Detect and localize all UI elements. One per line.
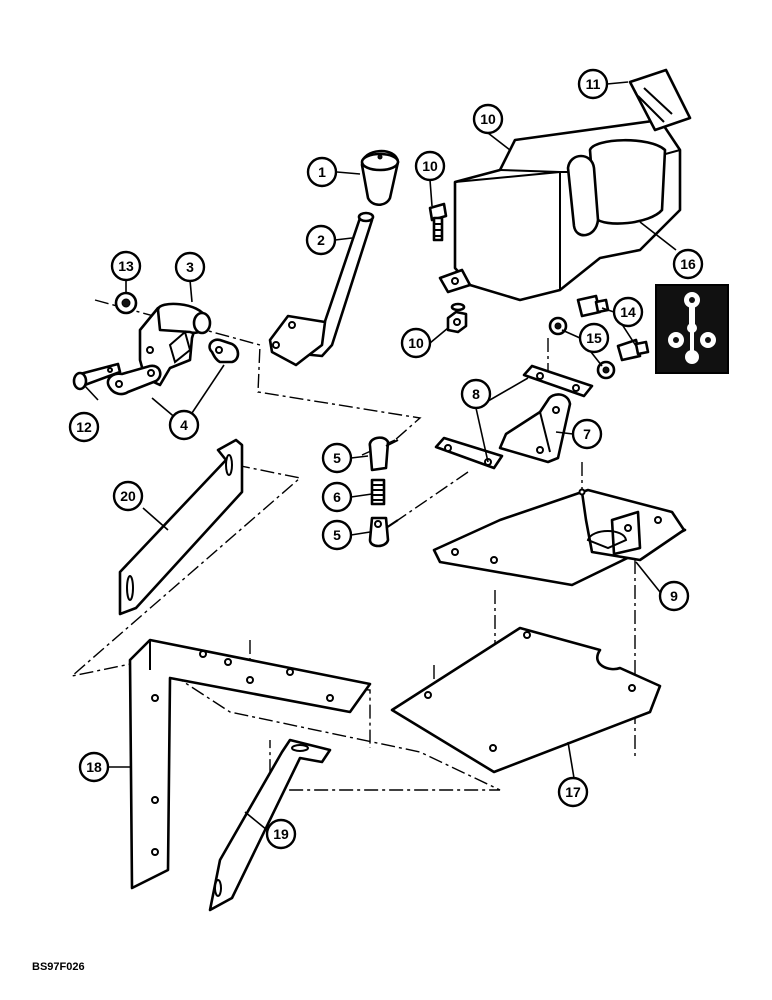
svg-text:17: 17	[565, 784, 581, 800]
svg-text:14: 14	[620, 304, 636, 320]
svg-text:6: 6	[333, 489, 341, 505]
callout-19: 19	[265, 818, 297, 850]
svg-text:12: 12	[76, 419, 92, 435]
svg-text:5: 5	[333, 450, 341, 466]
svg-text:7: 7	[583, 426, 591, 442]
callout-11: 11	[577, 68, 609, 100]
svg-text:3: 3	[186, 259, 194, 275]
base-plate-17-part	[390, 626, 662, 774]
callout-7: 7	[571, 418, 603, 450]
callout-5-lower: 5	[321, 519, 353, 551]
callout-12: 12	[68, 411, 100, 443]
svg-text:11: 11	[586, 76, 601, 92]
svg-text:9: 9	[670, 588, 678, 604]
svg-text:19: 19	[273, 826, 289, 842]
svg-text:18: 18	[86, 759, 102, 775]
callout-6: 6	[321, 481, 353, 513]
svg-text:2: 2	[317, 232, 325, 248]
callout-14: 14	[612, 296, 644, 328]
spring-part	[370, 478, 386, 506]
callout-4: 4	[168, 409, 200, 441]
svg-text:10: 10	[422, 158, 438, 174]
callout-1: 1	[306, 156, 338, 188]
callout-15: 15	[578, 322, 610, 354]
washer-13-part	[114, 291, 138, 315]
svg-text:5: 5	[333, 527, 341, 543]
callout-10-cover: 10	[472, 103, 504, 135]
shift-pattern-decal-part	[655, 284, 729, 374]
svg-text:10: 10	[480, 111, 496, 127]
pivot-bracket-part	[138, 302, 212, 387]
svg-text:16: 16	[680, 256, 696, 272]
callout-5-upper: 5	[321, 442, 353, 474]
svg-text:13: 13	[118, 258, 134, 274]
svg-text:10: 10	[408, 335, 424, 351]
svg-text:15: 15	[586, 330, 602, 346]
callout-3: 3	[174, 251, 206, 283]
angle-bracket-part	[498, 393, 572, 464]
strap-20-part	[118, 438, 244, 616]
callout-16: 16	[672, 248, 704, 280]
callout-10-nut: 10	[400, 327, 432, 359]
console-cover-part	[438, 118, 682, 302]
callout-10-bolt: 10	[414, 150, 446, 182]
svg-text:8: 8	[472, 386, 480, 402]
screws-14-part	[576, 294, 650, 362]
callout-8: 8	[460, 378, 492, 410]
ball-joint-lower-part	[368, 516, 399, 548]
shift-lever-part	[268, 211, 375, 367]
svg-text:1: 1	[318, 164, 326, 180]
svg-text:4: 4	[180, 417, 188, 433]
pin-part	[72, 362, 122, 391]
svg-text:20: 20	[120, 488, 136, 504]
mounting-plate-9-part	[432, 488, 687, 587]
callout-2: 2	[305, 224, 337, 256]
plate-8-part	[434, 364, 594, 470]
knob-part	[360, 149, 400, 207]
l-bracket-18-part	[128, 638, 372, 890]
nut-10-part	[446, 302, 468, 334]
drawing-reference-code: BS97F026	[32, 961, 85, 973]
callout-18: 18	[78, 751, 110, 783]
decal-11-part	[628, 68, 692, 132]
callout-13: 13	[110, 250, 142, 282]
callout-20: 20	[112, 480, 144, 512]
support-strap-19-part	[208, 738, 332, 912]
callout-17: 17	[557, 776, 589, 808]
callout-9: 9	[658, 580, 690, 612]
ball-joint-upper-part	[368, 436, 399, 472]
bolt-10-part	[428, 202, 448, 242]
